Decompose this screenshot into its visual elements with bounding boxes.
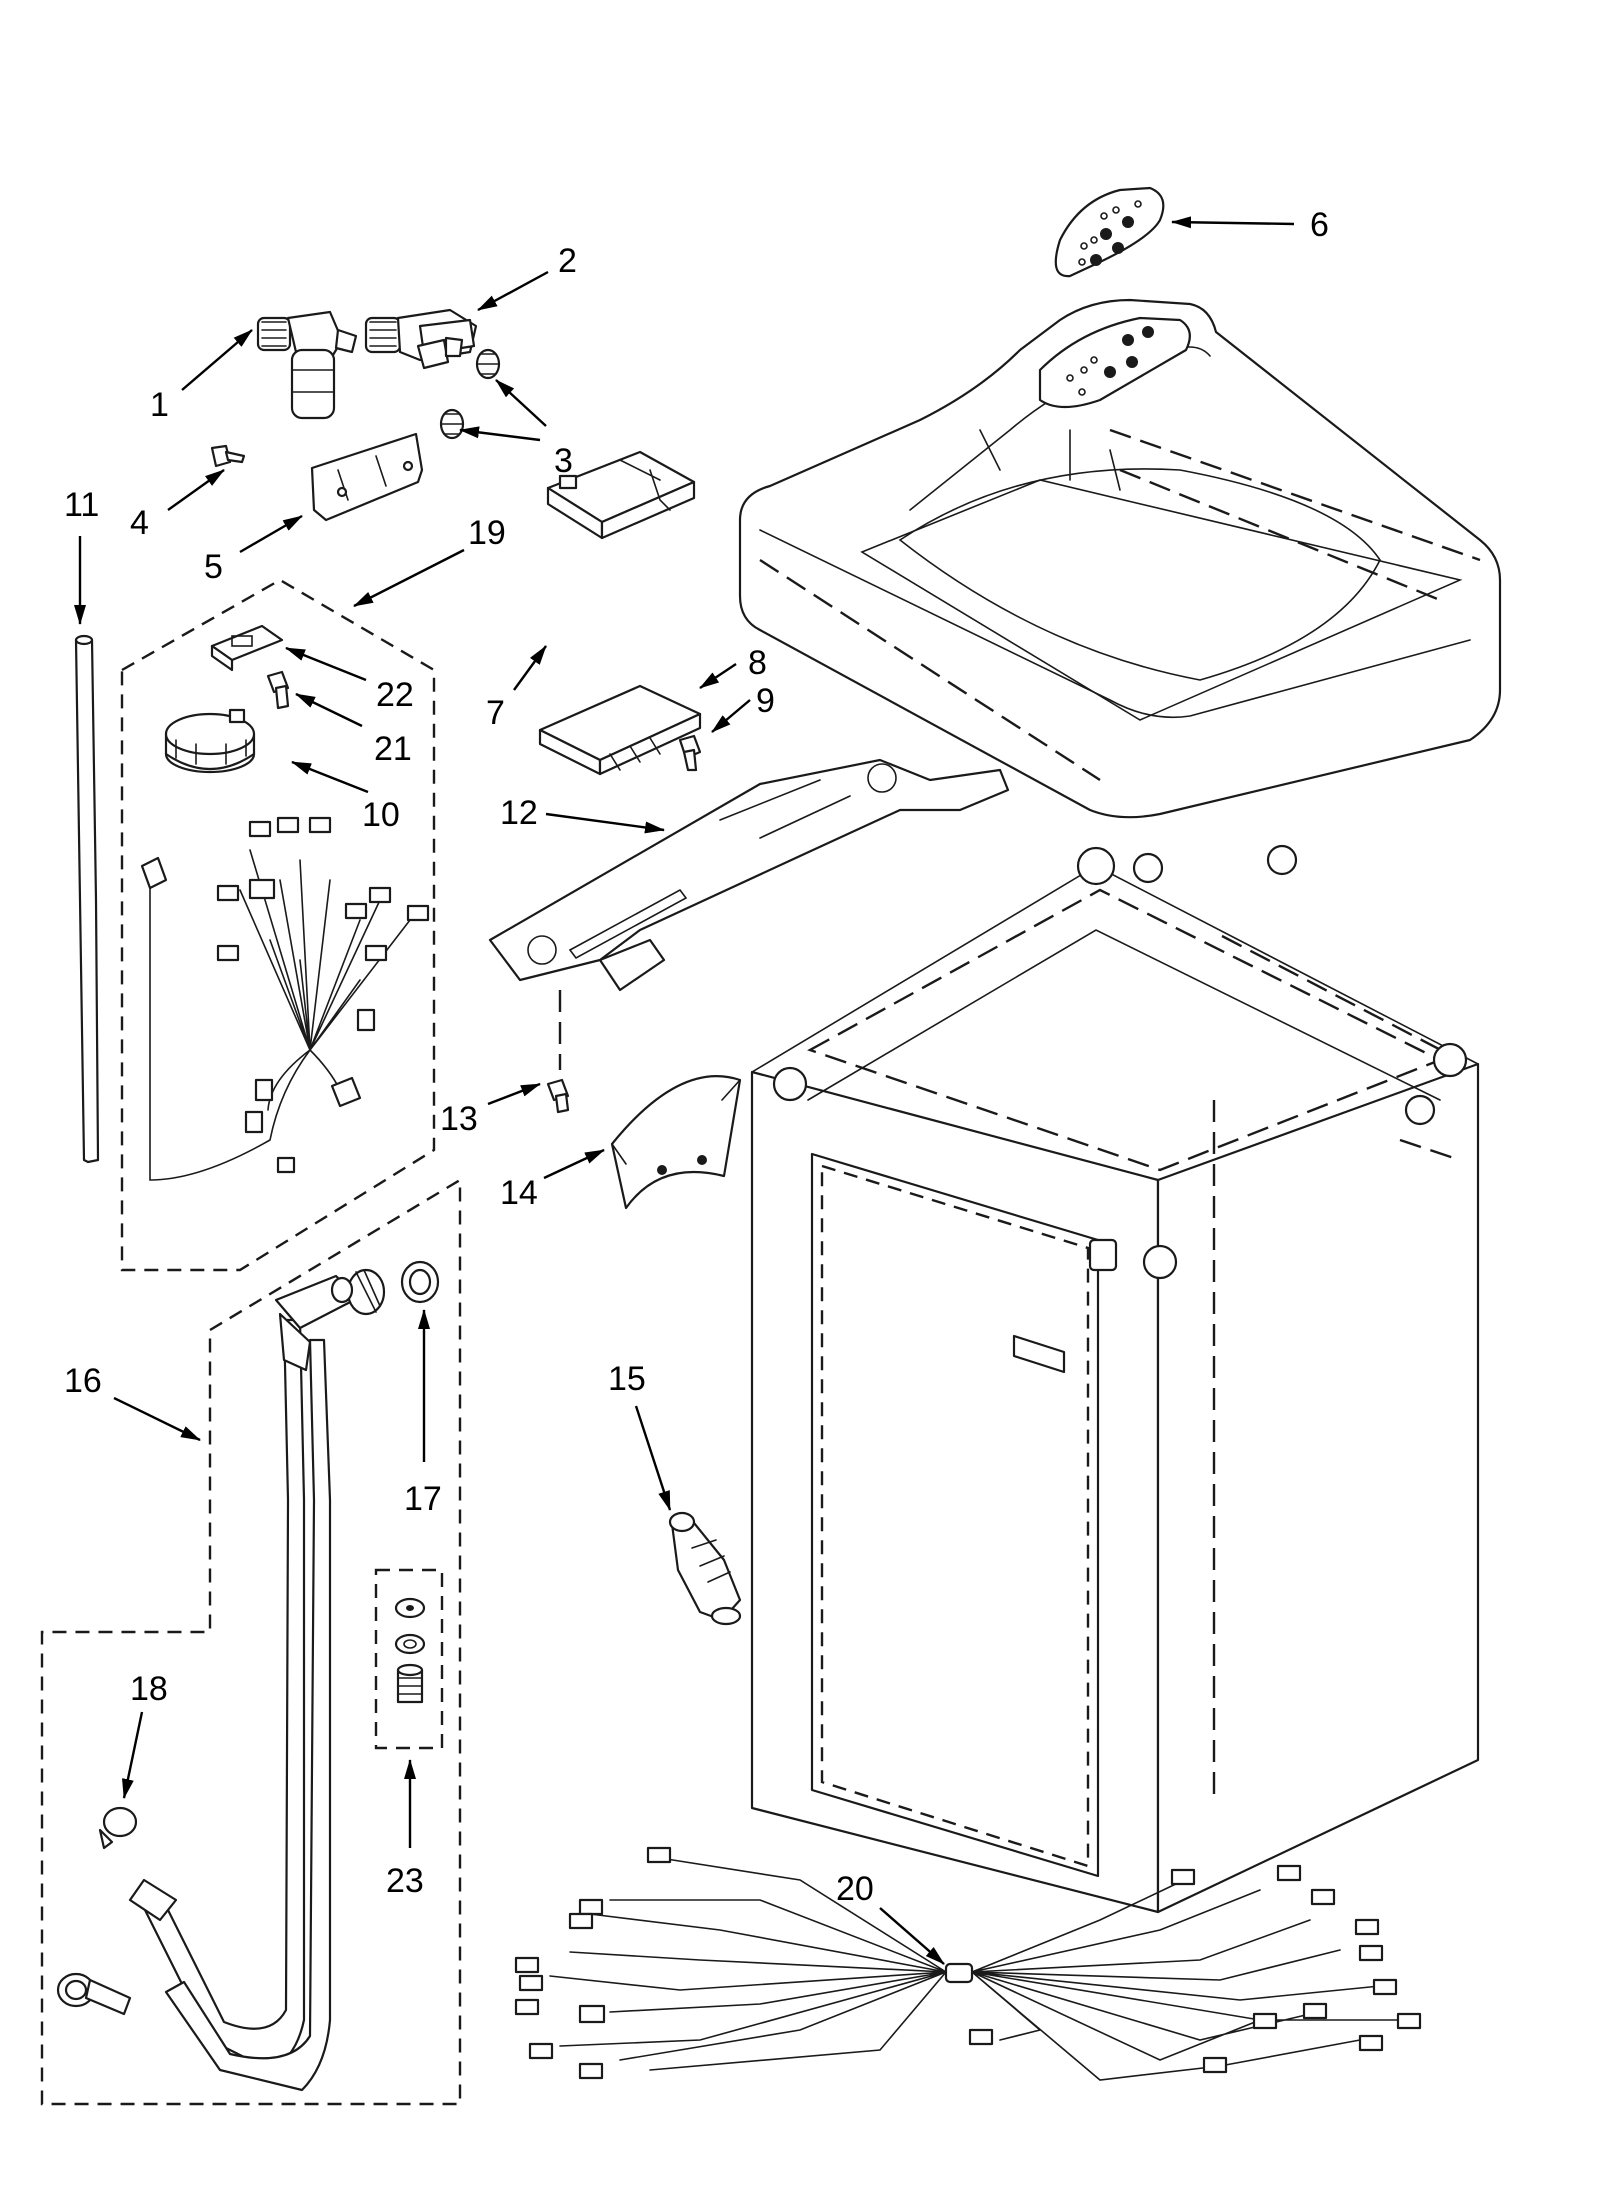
part-5-bracket	[310, 432, 424, 522]
callout-1: 1	[150, 386, 169, 424]
part-12-bracket	[488, 758, 1010, 1070]
part-1-inlet-valve	[256, 310, 358, 420]
part-8-board	[538, 684, 702, 776]
callout-16: 16	[64, 1362, 102, 1400]
part-22-bracket	[210, 624, 284, 672]
callout-18: 18	[130, 1670, 168, 1708]
callout-23: 23	[386, 1862, 424, 1900]
cabinet	[750, 844, 1480, 1914]
part-13-screw	[546, 1078, 570, 1114]
callout-2: 2	[558, 242, 577, 280]
part-21-screw	[266, 670, 290, 710]
part-11-hose	[74, 634, 100, 1164]
callout-22: 22	[376, 676, 414, 714]
callout-5: 5	[204, 548, 223, 586]
part-3-inlet-screens	[439, 348, 501, 440]
callout-4: 4	[130, 504, 149, 542]
part-14-shield	[610, 1075, 742, 1210]
wire-harness-internal	[140, 816, 430, 1181]
callout-6: 6	[1310, 206, 1329, 244]
part-10-pressure-switch	[164, 708, 256, 774]
group-box-19	[120, 578, 436, 1272]
callout-20: 20	[836, 1870, 874, 1908]
part-7-board	[546, 450, 696, 540]
part-4-screw	[210, 444, 246, 468]
group-box-23	[374, 1568, 444, 1750]
callout-14: 14	[500, 1174, 538, 1212]
callout-7: 7	[486, 694, 505, 732]
leader-lines	[74, 216, 1295, 1965]
callout-8: 8	[748, 644, 767, 682]
callout-19: 19	[468, 514, 506, 552]
callout-10: 10	[362, 796, 400, 834]
part-2-inlet-valve	[364, 308, 478, 370]
part-6-overlay	[1054, 186, 1165, 278]
callout-17: 17	[404, 1480, 442, 1518]
part-9-screw	[678, 734, 702, 772]
callout-21: 21	[374, 730, 412, 768]
group-box-16	[40, 1177, 462, 2106]
callout-11: 11	[64, 486, 99, 524]
part-20-wire-harness	[514, 1846, 1422, 2081]
top-cover	[738, 298, 1502, 819]
callout-12: 12	[500, 794, 538, 832]
callout-15: 15	[608, 1360, 646, 1398]
part-18-clamp	[98, 1806, 138, 1850]
part-17-washer	[400, 1260, 440, 1304]
callout-labels: 1 2 3 4 5 6 7 8 9 10 11 12 13 14 15 16 1…	[64, 206, 1329, 1908]
part-23-screen-kit	[394, 1597, 426, 1704]
part-15-fitting	[668, 1511, 742, 1626]
part-16-hoses	[56, 1268, 386, 2092]
callout-13: 13	[440, 1100, 478, 1138]
callout-3: 3	[554, 442, 573, 480]
callout-9: 9	[756, 682, 775, 720]
